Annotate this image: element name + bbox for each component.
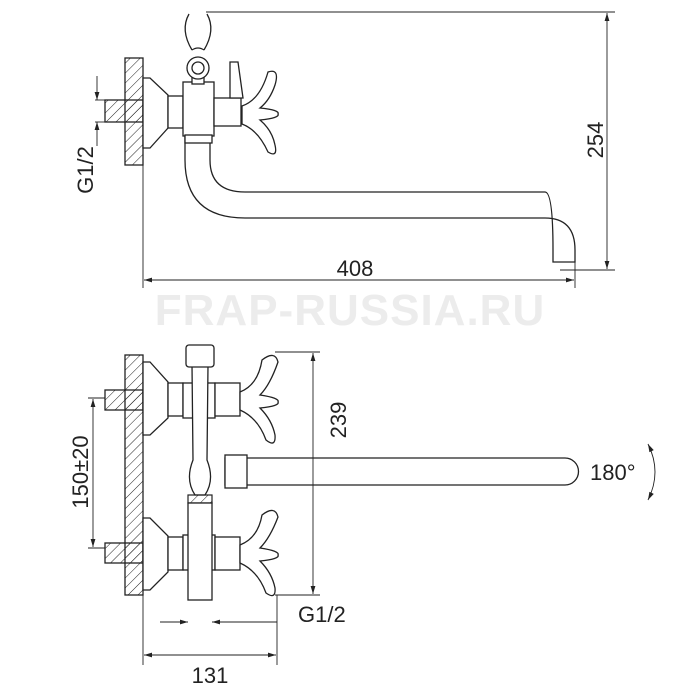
diverter-knob (185, 344, 215, 368)
cross-handle (241, 70, 279, 155)
diverter-column (188, 364, 212, 496)
wall-section-front (124, 354, 144, 596)
valve-body (182, 81, 215, 137)
dim-label-254: 254 (583, 122, 608, 159)
inlet-pipe-lower (104, 542, 144, 564)
flange-lower (142, 517, 169, 591)
body-section (187, 494, 213, 504)
body-lower-column (187, 502, 213, 601)
holder-hook (184, 13, 212, 51)
handle-lever (229, 61, 244, 99)
handle-stem-upper (214, 382, 241, 417)
nut (167, 95, 184, 129)
dim-label-408: 408 (337, 256, 374, 281)
top-view: 254 408 G1/2 (73, 11, 615, 288)
dim-label-150: 150±20 (68, 435, 93, 508)
spout (184, 134, 576, 263)
rotation-label: 180° (590, 460, 636, 485)
spout-nut (224, 454, 248, 489)
inlet-pipe (104, 99, 144, 123)
watermark: FRAP-RUSSIA.RU (155, 286, 545, 335)
inlet-pipe-upper (104, 389, 144, 411)
dim-label-131: 131 (192, 663, 229, 688)
body-ring (184, 134, 213, 144)
handle-stem (213, 97, 242, 127)
nut-lower (167, 536, 184, 571)
holder-ring-inner (191, 61, 205, 75)
wall-flange (142, 77, 169, 149)
thread-label-top: G1/2 (73, 146, 98, 194)
spout-front (224, 457, 580, 486)
handle-stem-lower (214, 536, 241, 571)
cross-handle-upper (239, 354, 279, 444)
thread-label-outlet: G1/2 (298, 602, 346, 627)
nut-upper (167, 382, 184, 417)
rotation-arrow-icon (647, 443, 656, 501)
flange-upper (142, 361, 169, 436)
cross-handle-lower (239, 509, 279, 597)
front-view: 239 150±20 131 G1/2 180° (68, 344, 656, 688)
dim-label-239: 239 (326, 402, 351, 439)
